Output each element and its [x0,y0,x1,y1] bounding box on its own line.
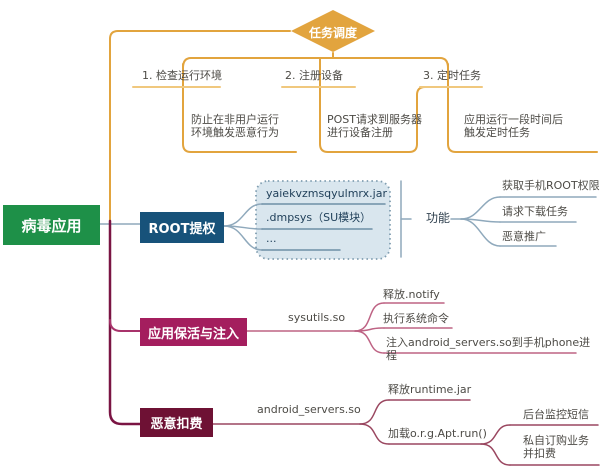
keepalive-action-cmd: 执行系统命令 [383,312,449,325]
file-item-jar: yaiekvzmsqyulmrx.jar [266,187,387,200]
scheduler-diamond [291,10,375,52]
file-item-dmpsys: .dmpsys（SU模块） [266,211,372,224]
file-item-ellipsis: ... [266,232,277,245]
branch3-label: 3. 定时任务 [423,69,481,82]
node-root-privilege: ROOT提权 [140,212,224,243]
connector-trunk-down [108,219,142,426]
function-item-root: 获取手机ROOT权限 [502,179,600,192]
connector-gongneng-to-fn3 [460,218,501,247]
function-item-promo: 恶意推广 [502,230,546,243]
brace-label: 功能 [426,211,451,225]
connector-trunk-to-scheduler [109,30,291,222]
branch1-label: 1. 检查运行环境 [142,69,222,82]
fee-sub-order-fee: 私自订购业务 并扣费 [523,434,589,460]
fee-module-label: android_servers.so [257,403,361,416]
fee-action-aptrun: 加载o.r.g.Apt.run() [388,427,487,440]
connector-keepalive-to-a3 [354,330,385,354]
connector-branch1-stem [182,63,297,153]
fee-action-runtime: 释放runtime.jar [388,383,472,396]
connector-branch2-stem [319,57,426,153]
connector-fee-to-a1 [359,399,390,425]
connector-root-to-file3 [223,225,263,251]
connector-fee-to-a2 [359,423,390,445]
keepalive-action-inject: 注入android_servers.so到手机phone进程 [386,336,591,362]
connector-branch3-stem [447,63,598,153]
keepalive-action-notify: 释放.notify [383,288,440,301]
node-malicious-fee: 恶意扣费 [140,408,213,437]
node-virus-app: 病毒应用 [3,205,100,245]
branch1-desc: 防止在非用户运行 环境触发恶意行为 [191,113,279,139]
connector-scheduler-main [182,57,449,69]
keepalive-module-label: sysutils.so [288,311,346,324]
files-dashed-box [255,180,391,260]
connector-trunk-to-keepalive [109,319,141,332]
fee-sub-monitor-sms: 后台监控短信 [523,408,589,421]
node-keepalive-inject: 应用保活与注入 [140,318,247,346]
branch2-label: 2. 注册设备 [285,69,343,82]
branch3-desc: 应用运行一段时间后 触发定时任务 [464,113,563,139]
scheduler-title: 任务调度 [308,26,357,40]
connector-fee-to-s2 [480,443,511,466]
connector-keepalive-to-a2 [354,327,385,332]
connector-keepalive-to-a1 [354,302,385,332]
connector-gongneng-to-fn1 [460,196,501,220]
branch2-desc: POST请求到服务器 进行设备注册 [327,113,422,139]
function-item-download: 请求下载任务 [502,205,568,218]
connector-fee-to-s1 [480,424,511,445]
